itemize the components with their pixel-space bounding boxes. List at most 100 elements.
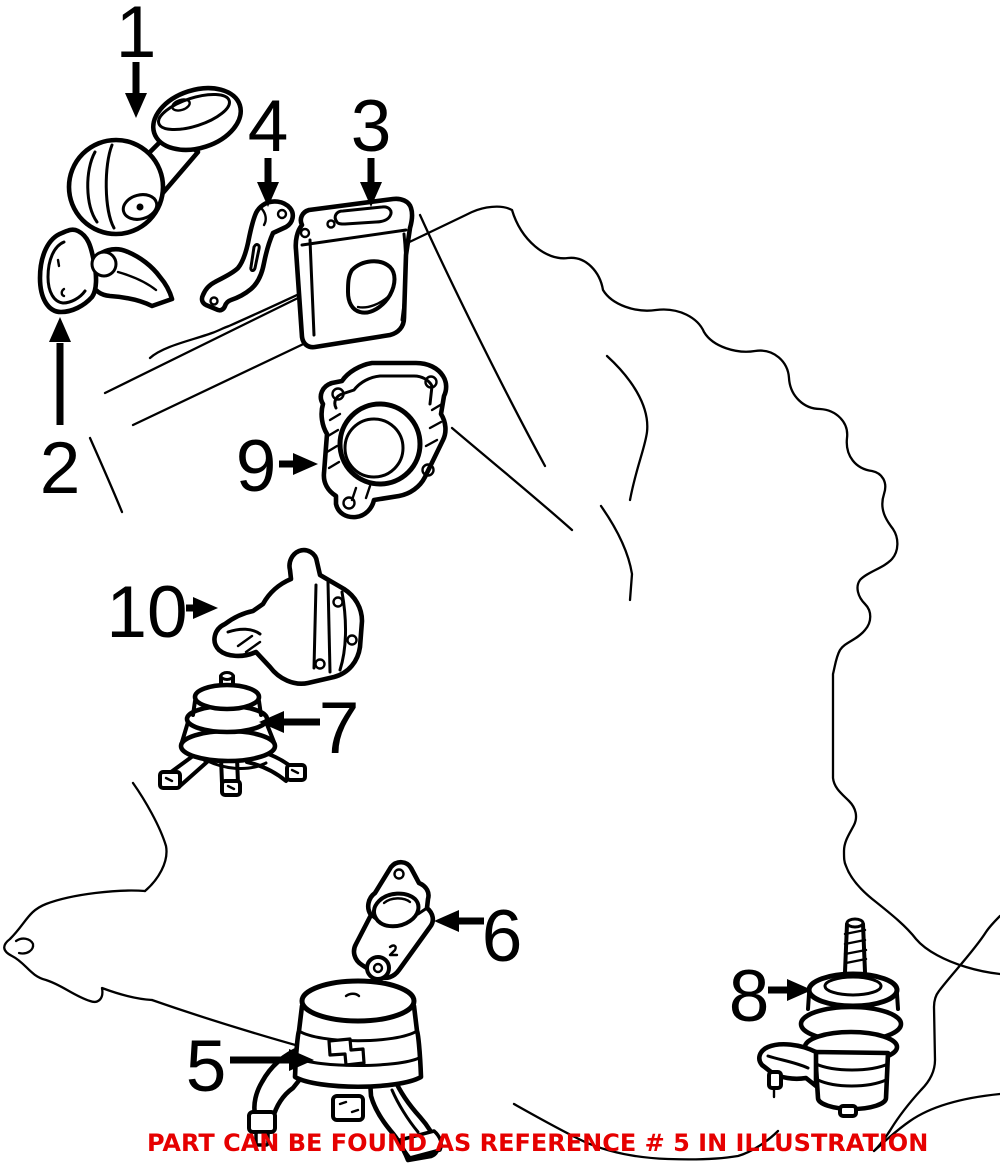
part-3-mount-plate (293, 196, 415, 350)
callout-4-arrowhead (257, 182, 279, 207)
part-8-cap-inner (823, 975, 883, 997)
callout-6[interactable]: 6 (434, 896, 522, 977)
part-1-head-hole (171, 98, 191, 112)
part-5-top-cap (299, 978, 417, 1024)
callout-1-arrowhead (125, 93, 147, 118)
reference-caption: PART CAN BE FOUND AS REFERENCE # 5 IN IL… (147, 1129, 929, 1157)
callout-8[interactable]: 8 (729, 956, 812, 1037)
part-6-side-bracket (351, 859, 436, 981)
part-10-hole (346, 634, 358, 646)
callout-3-number: 3 (351, 86, 392, 167)
block-edge-line-5 (88, 436, 124, 514)
part-4-foot-hole (209, 296, 219, 306)
part-10-ridge (326, 580, 332, 674)
part-5-leg-inner (390, 1088, 420, 1134)
callout-1[interactable]: 1 (116, 0, 157, 118)
part-5-front-mount (247, 978, 443, 1163)
part-9-bolt-hole (424, 375, 438, 389)
part-9-bore-inner (343, 417, 405, 479)
part-7-cap (192, 682, 262, 712)
part-2-plate-inner (46, 240, 87, 305)
part-9-bolt-hole (421, 463, 435, 477)
part-7-hydraulic-mount (158, 671, 307, 797)
part-3-fold-line (308, 238, 316, 337)
part-10-ridge (312, 583, 318, 670)
callout-3[interactable]: 3 (351, 86, 392, 207)
callout-5-number: 5 (186, 1026, 227, 1107)
part-5-center-foot (331, 1094, 365, 1122)
part-8-stud (843, 922, 867, 974)
callout-5-arrowhead (289, 1049, 314, 1071)
part-10-hatch (236, 634, 262, 654)
part-8-body (812, 1049, 891, 1112)
part-8-stud-top (845, 917, 865, 929)
fender-line (872, 914, 1000, 1153)
callout-2[interactable]: 2 (40, 317, 81, 509)
callout-2-arrowhead (49, 317, 71, 342)
part-1-torque-strut-mount (66, 85, 244, 237)
part-5-body (292, 1003, 424, 1090)
part-3-hole-shadow (356, 294, 391, 309)
part-3-top-bevel-line (300, 228, 408, 247)
callout-2-number: 2 (40, 428, 81, 509)
part-10-hole (332, 596, 344, 608)
block-edge-line-3 (418, 213, 547, 468)
part-6-cast-mark (388, 944, 399, 957)
part-9-tab-lines (350, 484, 372, 502)
part-1-inner-boss (121, 193, 159, 221)
part-5-leg-pad (398, 1129, 443, 1160)
part-5-cap-mark (344, 992, 361, 998)
part-4-fold-line (260, 207, 267, 227)
part-6-fold-line (370, 906, 429, 924)
callout-9[interactable]: 9 (236, 426, 318, 507)
part-8-bottom-foot (838, 1104, 858, 1118)
part-2-cast-mark (60, 287, 66, 298)
part-7-body-side (191, 699, 263, 717)
part-8-cap-side (806, 992, 900, 1011)
part-1-bushing-detail (86, 150, 99, 224)
callout-4[interactable]: 4 (248, 86, 289, 207)
part-1-head-face (157, 92, 231, 132)
part-4-top-hole (276, 208, 288, 220)
part-3-ear-hole (326, 219, 336, 229)
part-1-bushing-detail (104, 143, 116, 230)
part-7-stud-top (219, 671, 235, 681)
part-8-body-band (814, 1062, 890, 1072)
part-9-adapter-plate (318, 360, 449, 520)
part-10-mount-bracket (212, 547, 365, 686)
part-8-arm-foot (767, 1070, 783, 1090)
part-7-flange (178, 728, 278, 764)
part-8-cap (806, 971, 900, 1009)
part-5-foot-peg (254, 1130, 270, 1147)
block-edge-line-4 (450, 426, 574, 532)
part-9-bolt-hole (331, 387, 345, 401)
part-6-top-hole (393, 868, 405, 880)
callout-8-number: 8 (729, 956, 770, 1037)
part-9-bore (337, 401, 423, 487)
part-8-left-arm (757, 1041, 819, 1089)
part-6-recess-inner (382, 897, 412, 905)
engine-outline-background (3, 205, 1000, 1161)
part-8-arm-line (766, 1054, 810, 1070)
part-6-bottom-hole (372, 962, 384, 974)
head-edge-line-1 (605, 354, 649, 502)
part-9-ribs (424, 402, 444, 448)
callout-9-arrowhead (293, 453, 318, 475)
part-1-bushing (66, 137, 166, 237)
part-8-stud-threads (843, 928, 868, 965)
callout-8-arrowhead (787, 979, 812, 1001)
part-1-center-dot (136, 203, 144, 211)
head-edge-line-2 (599, 504, 634, 602)
part-9-bolt-hole (342, 496, 356, 510)
callout-7[interactable]: 7 (259, 688, 359, 769)
callout-5[interactable]: 5 (186, 1026, 314, 1107)
part-9-hatch (325, 412, 342, 470)
callout-1-number: 1 (116, 0, 157, 73)
callout-10-arrowhead (193, 597, 218, 619)
callout-10[interactable]: 10 (106, 572, 218, 653)
part-5-t-slot (327, 1037, 366, 1067)
part-2-mount-bracket (37, 227, 175, 315)
part-5-foot-marks (338, 1100, 360, 1114)
